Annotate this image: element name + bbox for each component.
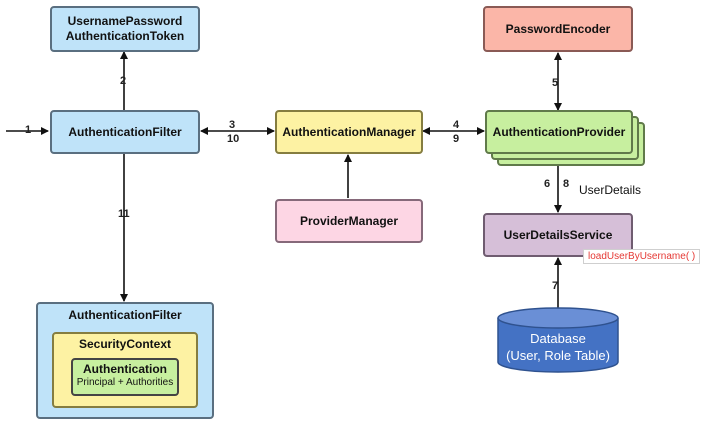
step-8: 8 [563, 178, 570, 190]
step-9: 9 [453, 133, 460, 145]
authentication-manager-box: AuthenticationManager [275, 110, 423, 154]
step-4: 4 [453, 119, 460, 131]
step-1: 1 [25, 124, 32, 136]
authentication-provider-box: AuthenticationProvider [485, 110, 633, 154]
step-5: 5 [552, 77, 559, 89]
database-cylinder [497, 307, 619, 373]
principal-authorities-label: Principal + Authorities [76, 377, 174, 388]
step-2: 2 [120, 75, 127, 87]
authentication-filter-container: AuthenticationFilter SecurityContext Aut… [36, 302, 214, 419]
authentication-filter-box: AuthenticationFilter [50, 110, 200, 154]
database-label: Database (User, Role Table) [506, 331, 610, 363]
security-context-title: SecurityContext [78, 337, 172, 351]
step-6: 6 [544, 178, 551, 190]
step-10: 10 [227, 133, 240, 145]
step-11: 11 [118, 208, 130, 220]
step-7: 7 [552, 280, 559, 292]
authentication-title: Authentication [83, 362, 167, 376]
load-user-method-label: loadUserByUsername( ) [583, 249, 701, 264]
security-context-box: SecurityContext Authentication Principal… [52, 332, 198, 408]
user-details-label: UserDetails [579, 183, 642, 197]
password-encoder-box: PasswordEncoder [483, 6, 633, 52]
username-password-token-box: UsernamePassword AuthenticationToken [50, 6, 200, 52]
step-3: 3 [229, 119, 236, 131]
provider-manager-box: ProviderManager [275, 199, 423, 243]
authentication-filter-title: AuthenticationFilter [68, 308, 182, 322]
authentication-box: Authentication Principal + Authorities [71, 358, 179, 396]
